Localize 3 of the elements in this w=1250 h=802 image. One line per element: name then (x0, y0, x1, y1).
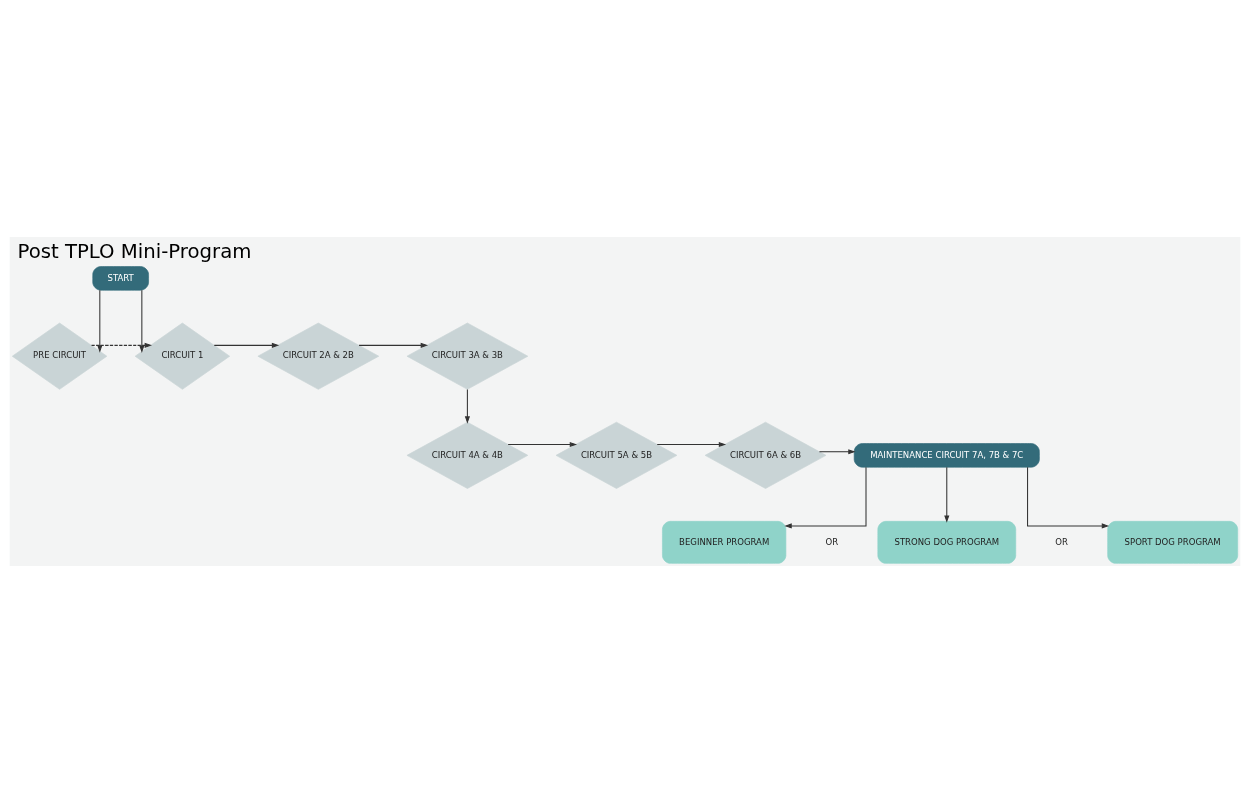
diagram-title: Post TPLO Mini-Program (17, 239, 252, 263)
label: OR (1055, 536, 1069, 547)
label: OR (825, 536, 839, 547)
